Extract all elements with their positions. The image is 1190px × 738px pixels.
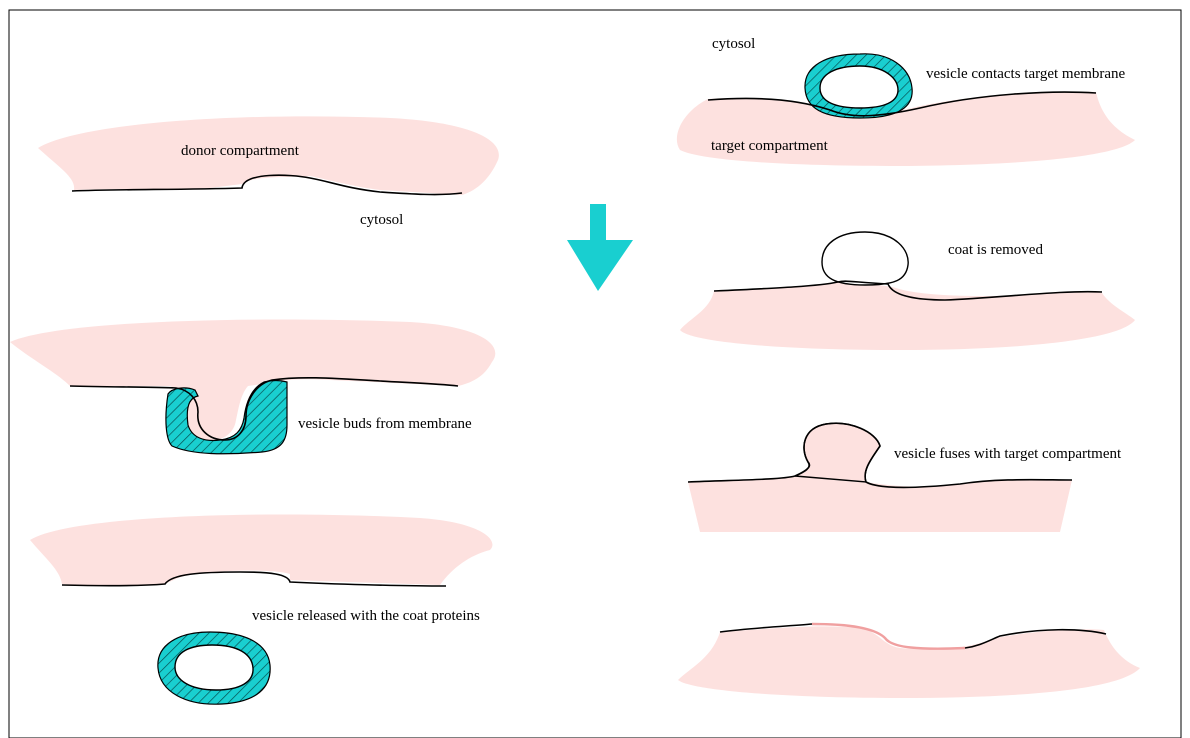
stage-vesicle-budding: vesicle buds from membrane xyxy=(10,319,495,453)
stage-coat-removed: coat is removed xyxy=(680,232,1135,350)
target-compartment-label: target compartment xyxy=(711,138,829,154)
removed-vesicle xyxy=(822,232,908,285)
cytosol-label-right: cytosol xyxy=(712,36,755,52)
down-arrow-icon xyxy=(567,204,633,291)
coat-removed-label: coat is removed xyxy=(948,242,1043,258)
stage-vesicle-contacts: cytosol vesicle contacts target membrane… xyxy=(677,36,1135,166)
stage-vesicle-fuses: vesicle fuses with target compartment xyxy=(688,423,1122,532)
released-compartment-shape xyxy=(30,514,492,585)
stage-fused-membrane xyxy=(678,624,1140,698)
donor-compartment-label: donor compartment xyxy=(181,143,300,159)
vesicle-released-label: vesicle released with the coat proteins xyxy=(252,608,480,624)
fused-compartment-shape xyxy=(678,626,1140,698)
vesicle-buds-label: vesicle buds from membrane xyxy=(298,416,472,432)
stage-donor-compartment: donor compartment cytosol xyxy=(38,116,499,228)
vesicle-contacts-label: vesicle contacts target membrane xyxy=(926,66,1126,82)
fuses-compartment-shape xyxy=(688,476,1072,532)
cytosol-label-left: cytosol xyxy=(360,212,403,228)
contact-vesicle xyxy=(820,66,898,108)
released-vesicle xyxy=(175,645,253,690)
vesicle-fuses-label: vesicle fuses with target compartment xyxy=(894,446,1122,462)
stage-vesicle-released: vesicle released with the coat proteins xyxy=(30,514,492,704)
